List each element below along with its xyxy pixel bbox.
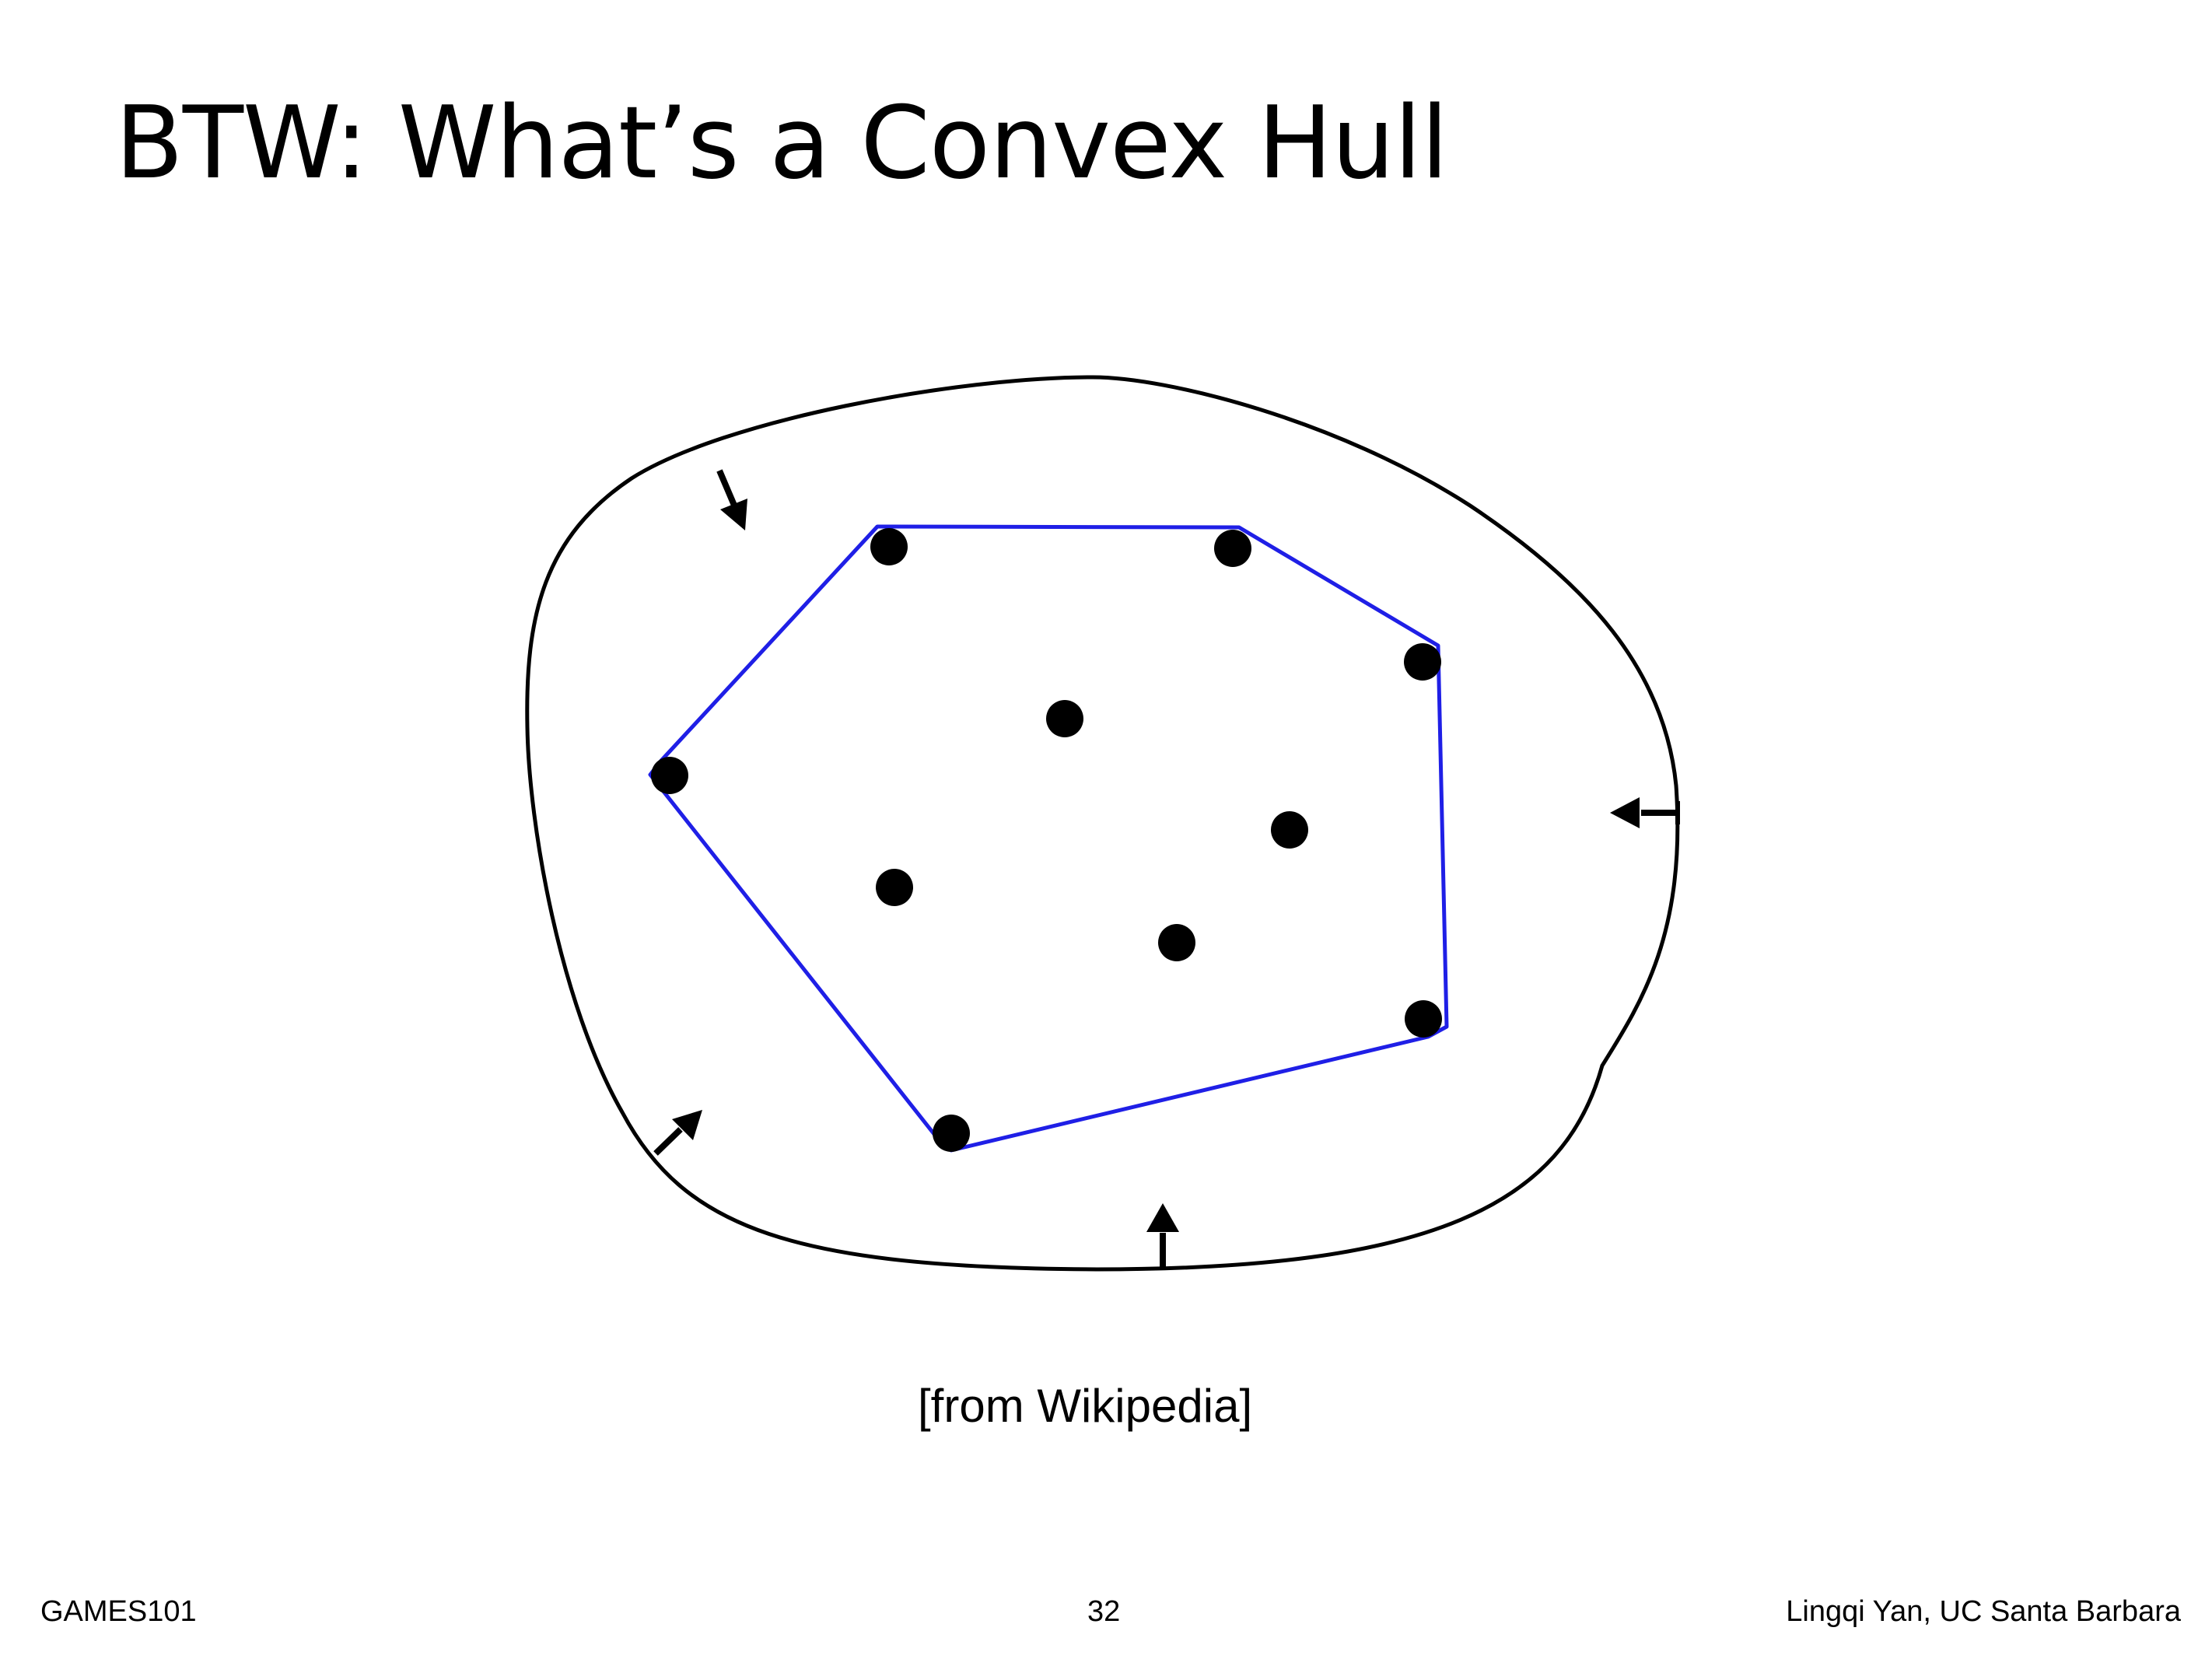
figure-caption: [from Wikipedia] xyxy=(918,1380,1253,1432)
point-hull-left xyxy=(651,757,688,794)
arrow-top-left xyxy=(716,469,747,530)
convex-hull-polygon xyxy=(648,524,1449,1153)
point-hull-right-upper xyxy=(1404,643,1441,681)
point-set xyxy=(651,528,1442,1152)
arrow-bottom-left xyxy=(653,1110,702,1156)
outer-boundary-curve xyxy=(525,375,1680,1272)
point-interior-4 xyxy=(1158,924,1195,961)
point-hull-right-lower xyxy=(1405,1000,1442,1038)
footer-course: GAMES101 xyxy=(40,1595,197,1628)
point-interior-3 xyxy=(876,869,913,906)
point-interior-1 xyxy=(1046,700,1083,737)
arrow-right xyxy=(1610,797,1680,828)
footer-page-number: 32 xyxy=(1087,1595,1121,1628)
point-interior-2 xyxy=(1271,811,1308,849)
point-hull-bottom xyxy=(933,1115,970,1152)
arrow-bottom xyxy=(1146,1203,1179,1269)
slide-title: BTW: What’s a Convex Hull xyxy=(115,86,1448,201)
point-hull-top-right xyxy=(1214,530,1251,567)
point-hull-top-left xyxy=(870,528,908,565)
footer-author: Lingqi Yan, UC Santa Barbara xyxy=(1786,1595,2181,1628)
